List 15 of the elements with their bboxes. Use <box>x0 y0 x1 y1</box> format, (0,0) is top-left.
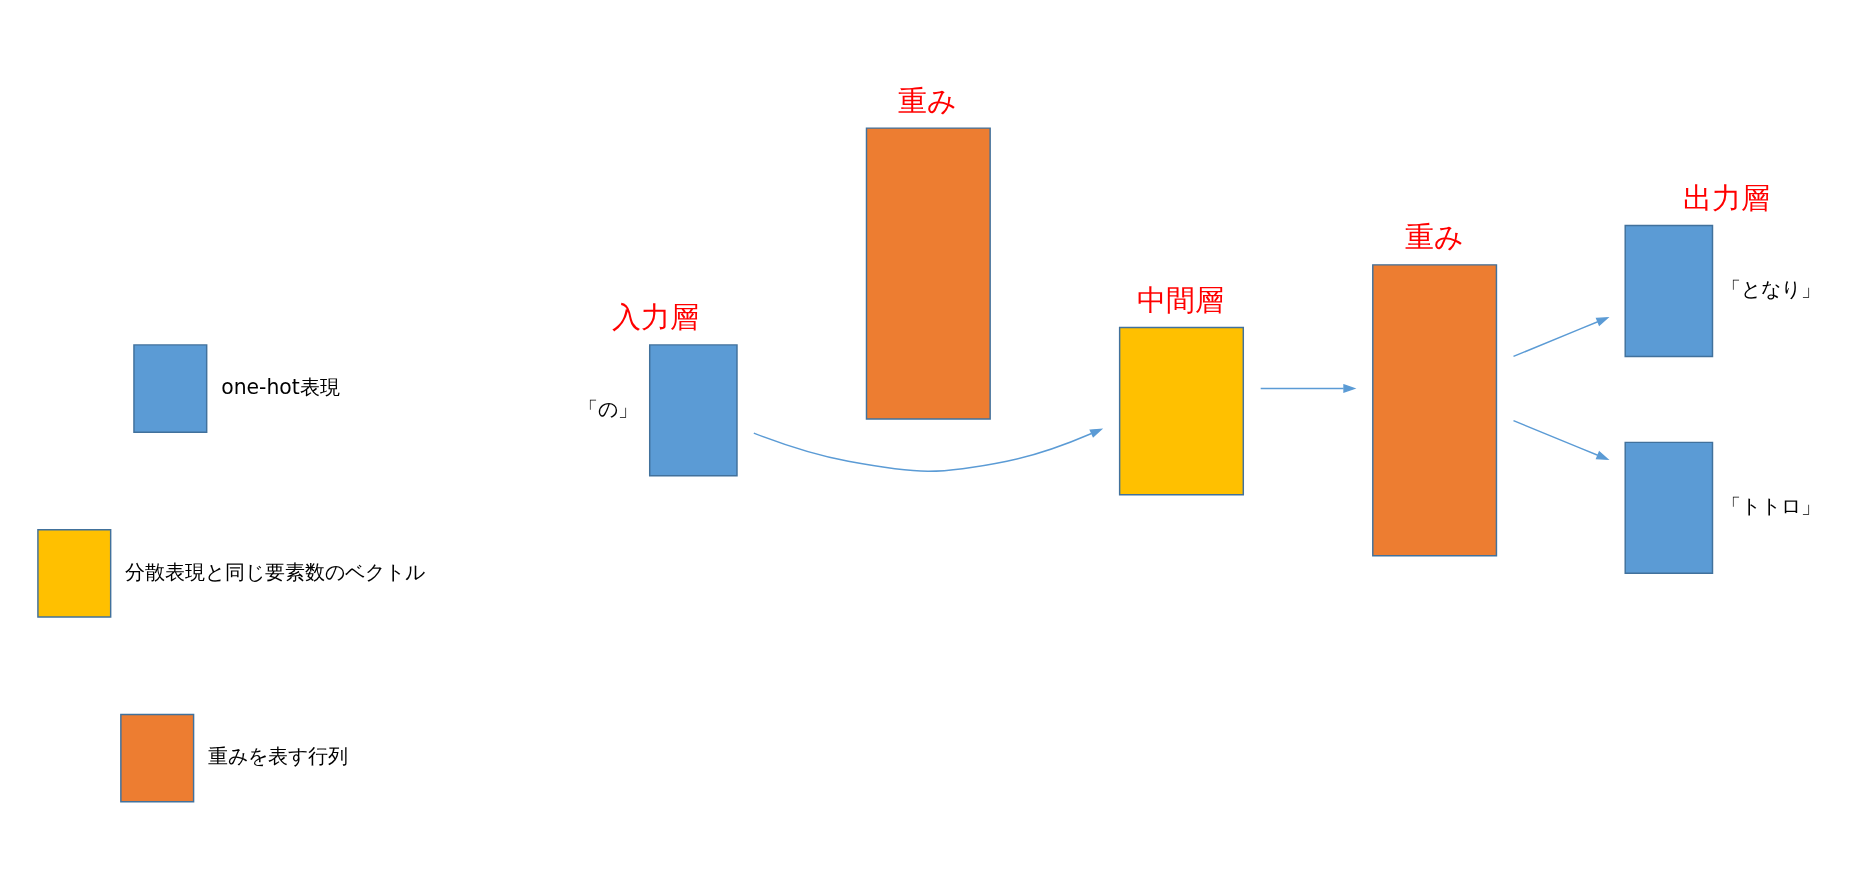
node-label: 中間層 <box>1137 282 1225 317</box>
arrow <box>1512 316 1610 358</box>
arrow <box>1259 383 1357 394</box>
node-label: 「トトロ」 <box>1721 494 1822 519</box>
node-label: 「の」 <box>578 396 639 421</box>
node-label: 重み <box>898 83 958 118</box>
legend-label: one-hot表現 <box>221 374 340 399</box>
legend-label: 重みを表す行列 <box>208 744 349 769</box>
legend-label: 分散表現と同じ要素数のベクトル <box>125 559 426 584</box>
node-label: 「となり」 <box>1721 277 1822 302</box>
node-label: 入力層 <box>611 300 699 335</box>
arrow <box>753 428 1104 472</box>
node-label: 出力層 <box>1682 181 1770 216</box>
arrow <box>1512 419 1610 461</box>
node-label: 重み <box>1404 220 1464 255</box>
